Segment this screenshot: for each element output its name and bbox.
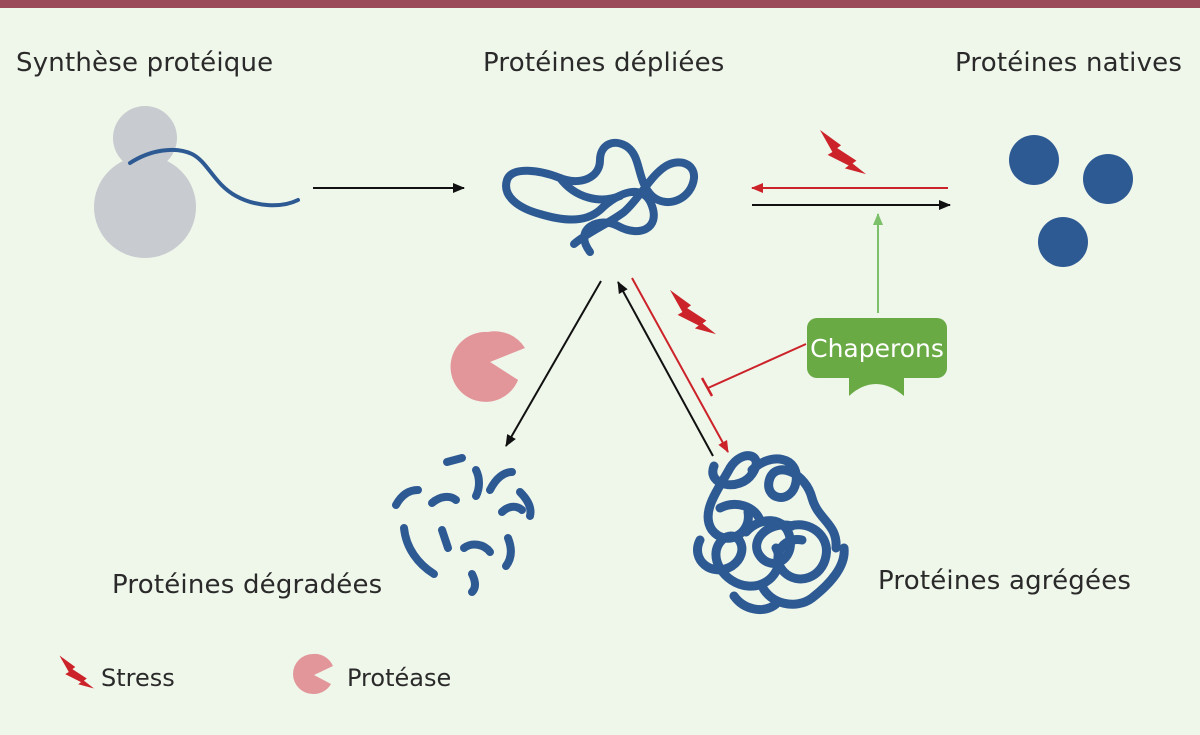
label-synthesis: Synthèse protéique <box>16 48 274 78</box>
label-native: Protéines natives <box>955 48 1183 78</box>
legend-protease-icon <box>293 653 333 695</box>
arrow-unfolded-to-aggregated-stress <box>631 277 729 453</box>
degraded-proteins-icon <box>392 454 535 596</box>
label-degraded: Protéines dégradées <box>112 570 383 600</box>
legend-stress-label: Stress <box>101 664 175 692</box>
legend-stress-icon <box>59 655 94 689</box>
top-bar <box>0 0 1200 8</box>
native-proteins-icon <box>1009 135 1133 267</box>
stress-bolt-icon-native <box>819 129 866 175</box>
label-aggregated: Protéines agrégées <box>878 566 1132 596</box>
legend-protease-label: Protéase <box>347 664 452 692</box>
label-unfolded: Protéines dépliées <box>483 48 725 78</box>
aggregated-protein-icon <box>693 451 849 615</box>
chaperons-box: Chaperons <box>807 318 947 396</box>
chaperons-label: Chaperons <box>810 334 944 363</box>
unfolded-protein-icon <box>502 138 698 256</box>
inhibition-bar <box>700 377 714 397</box>
arrow-aggregated-to-unfolded <box>617 281 714 457</box>
arrow-unfolded-to-degraded <box>505 280 602 447</box>
ribosome-icon <box>94 106 300 258</box>
chaperons-inhibit-aggregation <box>707 343 807 389</box>
stress-bolt-icon-aggregation <box>669 289 716 335</box>
protease-body <box>453 331 525 397</box>
